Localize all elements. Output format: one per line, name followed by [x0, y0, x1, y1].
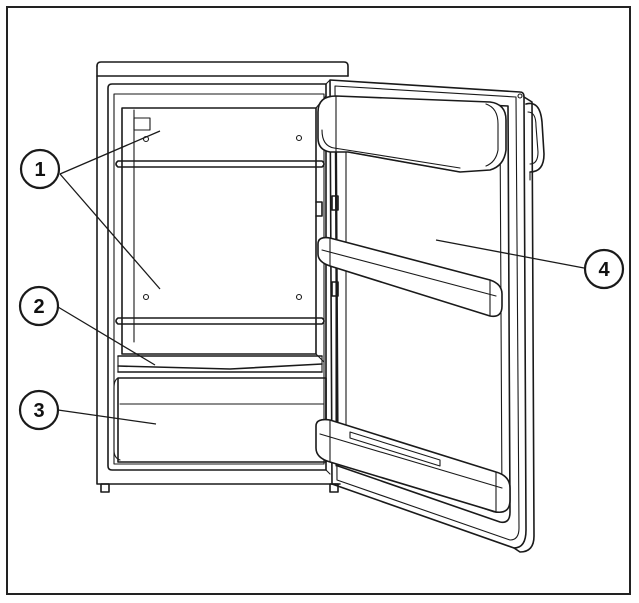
door-tray-top [317, 95, 507, 173]
callout-label: 4 [598, 259, 610, 281]
shelf-upper [115, 160, 325, 168]
door-shelf-middle [317, 236, 503, 318]
callout-1: 1 [19, 148, 61, 190]
crisper-drawer [113, 377, 327, 463]
callout-4: 4 [583, 248, 625, 290]
callout-2: 2 [18, 285, 60, 327]
callout-label: 2 [33, 296, 44, 318]
shelf-lower [115, 317, 325, 325]
crisper-cover [117, 355, 323, 373]
leader-lines [57, 130, 585, 425]
callout-label: 3 [33, 400, 44, 422]
fridge-cabinet [96, 61, 349, 493]
callout-label: 1 [34, 159, 45, 181]
door-shelf-bottom [315, 418, 511, 514]
callout-3: 3 [18, 389, 60, 431]
door-handle [525, 102, 545, 181]
